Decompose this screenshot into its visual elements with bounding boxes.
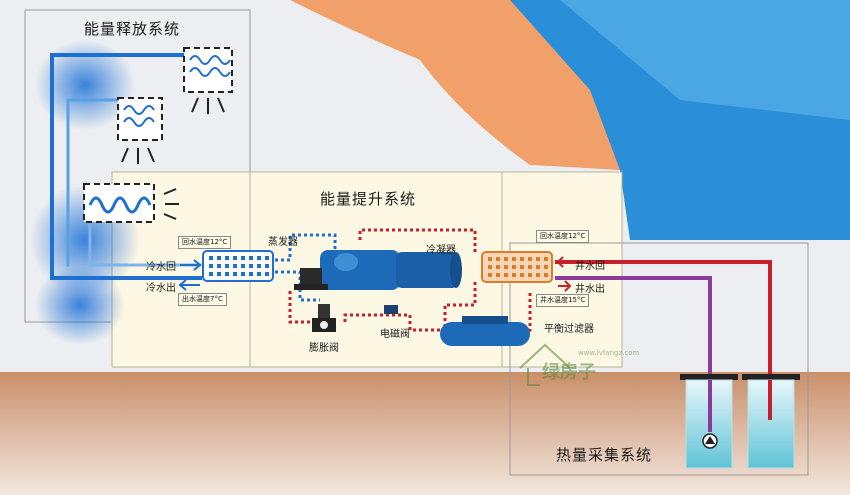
well-piping [555,260,772,380]
pump-icon [702,433,718,449]
condenser-label: 冷凝器 [426,245,456,256]
expansion-valve [312,304,336,332]
well-return-label: 井水回 [575,261,605,272]
release-system-title: 能量释放系统 [84,20,181,38]
right-well-temp-tag: 井水温度15°C [536,294,590,307]
fan-coil-top [183,47,233,114]
cold-return-arrow [180,259,202,271]
cold-return-label: 冷水回 [146,262,176,273]
balance-filter-tank [440,316,530,346]
condenser-exchanger [481,251,553,283]
well-right [742,374,800,469]
collect-system-title: 热量采集系统 [556,446,653,464]
left-out-temp-tag: 出水温度7°C [178,293,227,306]
fan-coil-bottom [83,183,179,223]
cold-glow-1 [35,40,135,130]
evaporator-label: 蒸发器 [268,237,298,248]
left-return-temp-tag: 回水温度12°C [178,236,232,249]
cold-glow-3 [35,265,125,345]
compressor [294,250,462,290]
cold-out-label: 冷水出 [146,283,176,294]
sky-highlight [560,0,850,120]
cold-piping [50,53,202,280]
right-return-temp-tag: 回水温度12°C [536,230,590,243]
watermark-url: www.lvfangz.com [578,349,640,357]
watermark-brand: 绿房子 [542,362,596,383]
collect-system-frame [509,242,809,476]
solenoid-valve [384,305,398,314]
well-left [680,374,738,469]
watermark-house-icon [519,343,571,386]
well-out-arrow [558,280,572,292]
boost-system-title: 能量提升系统 [320,190,417,208]
cold-out-arrow [178,279,200,291]
well-out-label: 井水出 [575,284,605,295]
balance-filter-label: 平衡过滤器 [544,324,594,335]
well-return-arrow [556,256,570,268]
refrigerant-loop [275,228,532,332]
fan-coil-middle [117,97,163,164]
expansion-valve-label: 膨胀阀 [309,343,339,354]
roof [290,0,620,170]
evaporator-exchanger [202,250,274,282]
solenoid-valve-label: 电磁阀 [380,329,410,340]
